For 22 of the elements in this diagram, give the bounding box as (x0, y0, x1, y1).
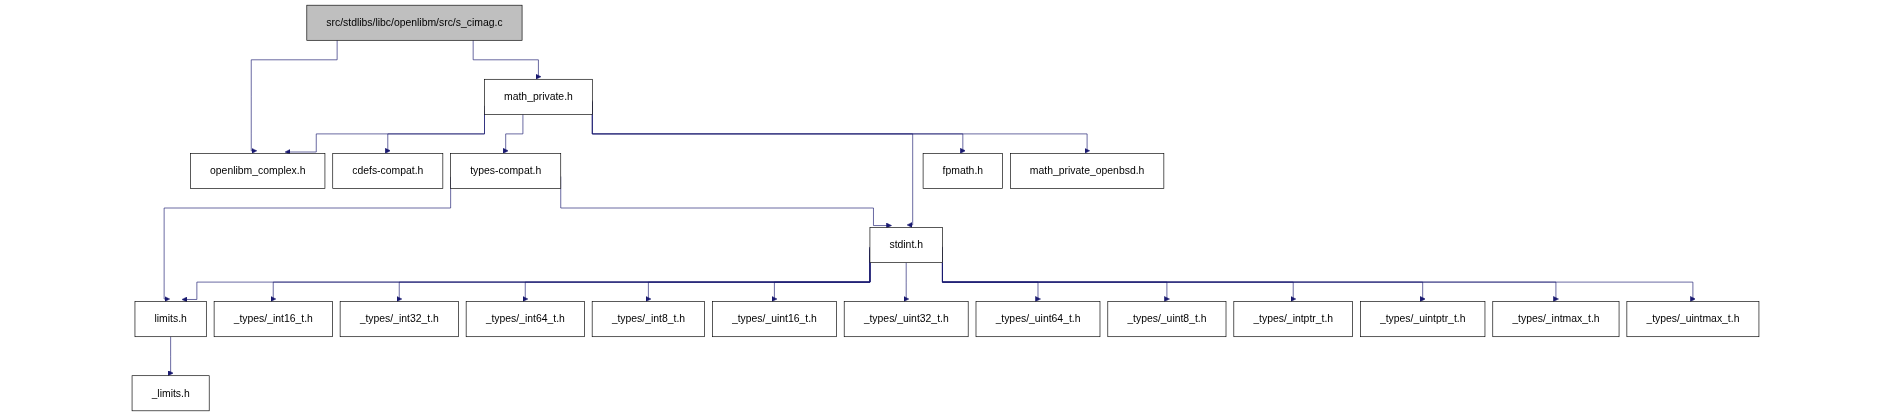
node-box: _types/_uintmax_t.h (1626, 301, 1760, 338)
node-box: _types/_int8_t.h (591, 301, 705, 338)
node-box: types-compat.h (450, 153, 562, 189)
node-box: _types/_uint8_t.h (1107, 301, 1227, 338)
node-box: _types/_uintptr_t.h (1360, 301, 1486, 338)
node-box: _types/_int32_t.h (339, 301, 459, 338)
node-box: math_private.h (484, 78, 593, 115)
node-box: _limits.h (131, 375, 210, 412)
node-box: stdint.h (869, 227, 943, 263)
node-box: limits.h (134, 301, 207, 338)
node-box: fpmath.h (922, 153, 1003, 189)
node-box: _types/_uint64_t.h (975, 301, 1101, 338)
node-box: openlibm_complex.h (190, 153, 326, 189)
node-box: _types/_intptr_t.h (1233, 301, 1353, 338)
node-box: src/stdlibs/libc/openlibm/src/s_cimag.c (306, 4, 523, 41)
node-box: _types/_intmax_t.h (1492, 301, 1620, 338)
node-box: cdefs-compat.h (332, 153, 444, 189)
node-box: _types/_int16_t.h (213, 301, 333, 338)
node-box: _types/_uint32_t.h (843, 301, 969, 338)
node-box: math_private_openbsd.h (1010, 153, 1165, 189)
node-box: _types/_int64_t.h (465, 301, 585, 338)
node-box: _types/_uint16_t.h (712, 301, 837, 338)
